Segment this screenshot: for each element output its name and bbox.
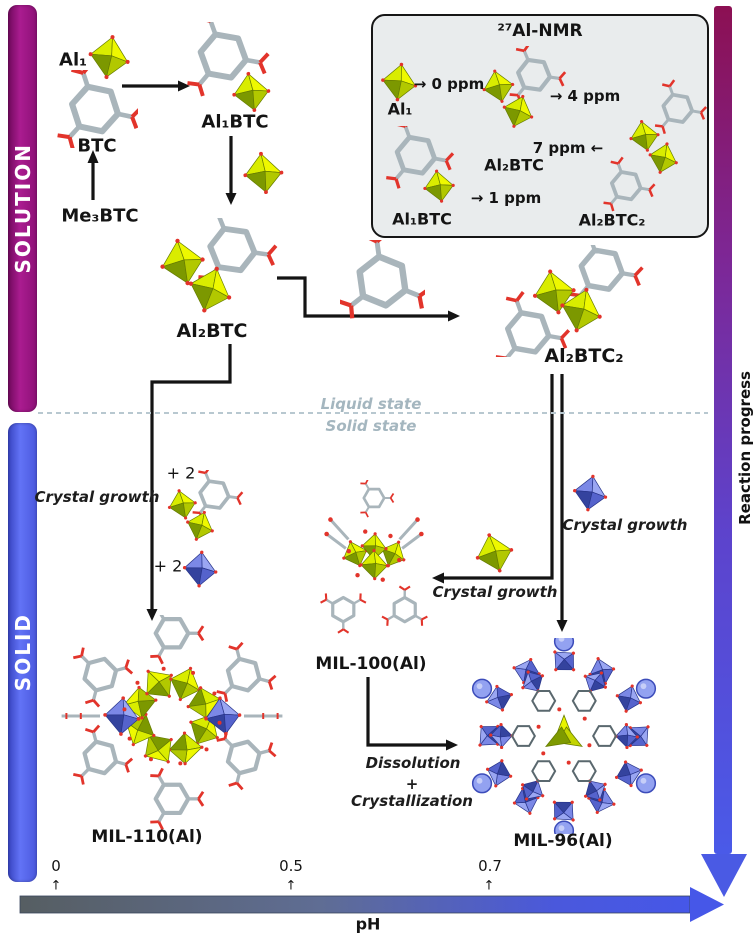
al2btc2-molecule <box>485 228 645 370</box>
plus-label: + <box>405 775 419 793</box>
mil110-structure <box>52 602 292 830</box>
liquid-state-label: Liquid state <box>320 395 422 413</box>
arrow-al2btc-to-al2btc2 <box>277 276 449 318</box>
ph-tick-arrow: ↑ <box>483 878 495 894</box>
mil96-structure <box>460 631 668 841</box>
nmr-al1-label: Al₁ <box>387 99 413 119</box>
al1btc-label: Al₁BTC <box>201 111 269 133</box>
al2btc-label: Al₂BTC <box>176 320 248 342</box>
nmr-al2btc2-label: Al₂BTC₂ <box>578 210 646 230</box>
arrow-al2btc2-to-mil100 <box>443 374 554 580</box>
nmr-al1btc-molecule <box>376 117 471 212</box>
mil96-label: MIL-96(Al) <box>513 831 613 851</box>
ph-tick-arrow: ↑ <box>50 878 62 894</box>
solution-phase-label: SOLUTION <box>10 143 35 274</box>
plus-two-ligand-label: + 2 <box>166 463 196 483</box>
nmr-al2btc-label: Al₂BTC <box>484 155 544 175</box>
arrowheads <box>87 80 568 751</box>
ph-tick-0: 0 <box>51 857 61 875</box>
crystal-growth-mid-label: Crystal growth <box>432 583 558 601</box>
btc-molecule <box>52 62 143 150</box>
nmr-title: ²⁷Al-NMR <box>497 21 583 41</box>
crystal-growth-yellow-octahedron <box>472 530 516 576</box>
solid-state-label: Solid state <box>325 417 417 435</box>
reaction-progress-label-wrap: Reaction progress <box>733 362 756 534</box>
al1-octahedron <box>85 33 133 81</box>
mil100-label: MIL-100(Al) <box>315 654 427 674</box>
nmr-al1-shift: → 0 ppm <box>413 75 485 93</box>
nmr-al2btc2-molecule <box>596 78 708 216</box>
me3btc-label: Me₃BTC <box>61 205 139 227</box>
mil110-label: MIL-110(Al) <box>91 827 203 847</box>
arrow-al2btc-to-mil110 <box>150 344 232 610</box>
al2btc2-label: Al₂BTC₂ <box>544 345 624 367</box>
dissolution-label: Dissolution <box>365 754 461 772</box>
ph-tick-arrow: ↑ <box>285 878 297 894</box>
nmr-al2btc-molecule <box>468 43 568 142</box>
nmr-al1btc-label: Al₁BTC <box>392 209 452 229</box>
solid-phase-label: SOLID <box>10 613 35 692</box>
ph-tick-05: 0.5 <box>279 857 303 875</box>
btc-label: BTC <box>77 135 117 157</box>
crystallization-label: Crystallization <box>351 792 473 810</box>
nmr-al2btc-shift: → 4 ppm <box>549 87 621 105</box>
solution-phase-bar: SOLUTION <box>8 5 37 412</box>
free-aluminum-octahedron <box>240 150 286 196</box>
plus-two-al2btc-molecule <box>155 466 245 552</box>
nmr-al1btc-shift: → 1 ppm <box>470 189 542 207</box>
crystal-growth-blue-octahedron <box>570 472 610 514</box>
plus-two-blue-octahedron <box>180 548 220 590</box>
reaction-progress-arrow <box>701 6 747 897</box>
free-btc-molecule <box>338 231 432 322</box>
al1-label: Al₁ <box>59 49 87 71</box>
plus-two-metal-label: + 2 <box>153 556 183 576</box>
ph-axis-label: pH <box>355 914 381 934</box>
solid-phase-bar: SOLID <box>8 423 37 882</box>
al1btc-molecule <box>175 10 290 122</box>
reaction-progress-label: Reaction progress <box>735 371 754 525</box>
nmr-al2btc2-shift: 7 ppm ← <box>532 139 604 157</box>
ph-axis-arrow <box>19 887 724 922</box>
mil100-structure <box>310 478 438 660</box>
nmr-al1-octahedron <box>378 60 420 104</box>
arrow-mil100-to-mil96 <box>366 677 447 747</box>
crystal-growth-left-label: Crystal growth <box>34 488 160 506</box>
al2btc-molecule <box>140 205 280 323</box>
ph-tick-07: 0.7 <box>478 857 502 875</box>
nmr-inset-box <box>371 14 709 238</box>
crystal-growth-right-label: Crystal growth <box>562 516 688 534</box>
